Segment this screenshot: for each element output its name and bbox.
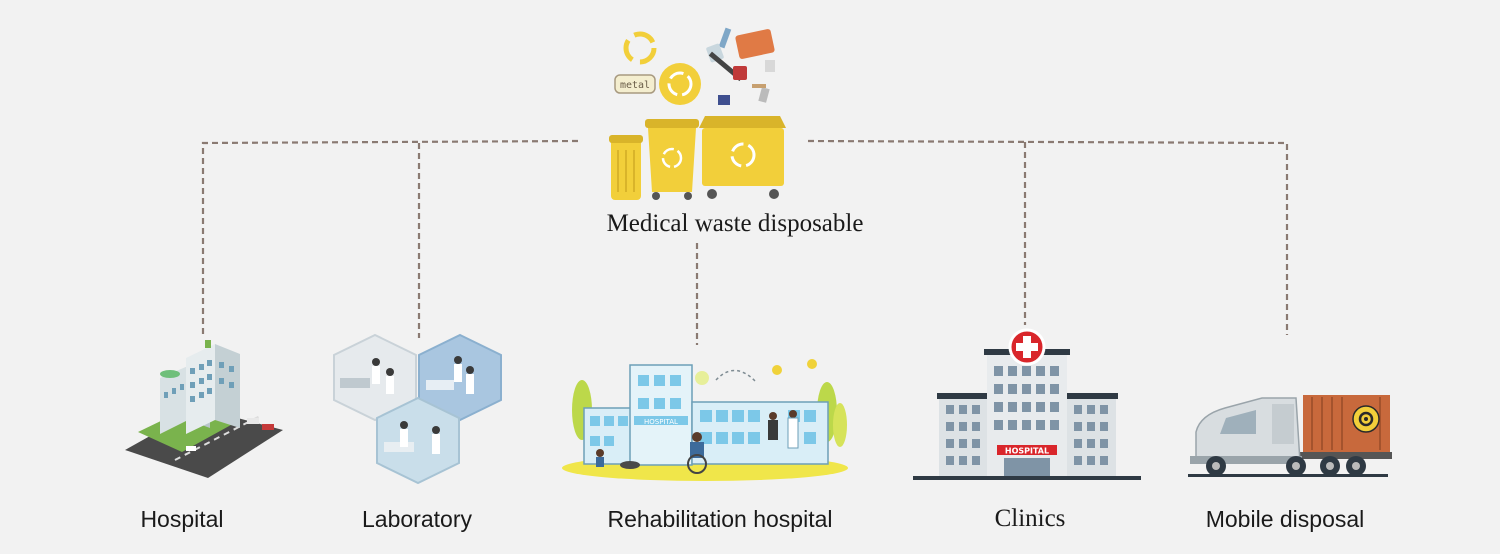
mobile-disposal-truck-illustration: [1188, 395, 1392, 477]
connector-hospital: [201, 139, 579, 338]
node-label-laboratory: Laboratory: [362, 506, 472, 532]
lab-room-left: [333, 333, 417, 422]
recycle-icon: [623, 31, 657, 65]
biohazard-icon: [1352, 405, 1380, 433]
lab-room-bottom: [376, 396, 460, 485]
rehab-sign-text: HOSPITAL: [644, 418, 678, 426]
metal-tag-text: metal: [620, 80, 650, 91]
connector-lines: [201, 139, 1289, 345]
small-bin: [609, 135, 643, 200]
node-label-hospital: Hospital: [140, 506, 224, 532]
clinics-illustration: HOSPITAL: [913, 328, 1141, 480]
medium-bin: [645, 119, 699, 200]
node-label-mobile: Mobile disposal: [1205, 506, 1365, 532]
rehabilitation-illustration: HOSPITAL: [562, 359, 848, 481]
node-label-clinics: Clinics: [994, 505, 1066, 532]
clinics-sign-text: HOSPITAL: [1005, 447, 1049, 456]
hospital-illustration: [125, 340, 283, 478]
connector-clinics: [807, 139, 1289, 335]
metal-tag: metal: [614, 74, 656, 94]
laboratory-illustration: [333, 333, 502, 485]
flying-waste-items: [706, 27, 775, 105]
node-label-rehabilitation: Rehabilitation hospital: [607, 506, 833, 532]
recycle-coin-icon: [659, 63, 701, 105]
large-bin: [699, 116, 786, 199]
center-label: Medical waste disposable: [606, 210, 864, 237]
red-cross-icon: [1008, 328, 1046, 366]
waste-bins-illustration: metal: [609, 27, 786, 200]
